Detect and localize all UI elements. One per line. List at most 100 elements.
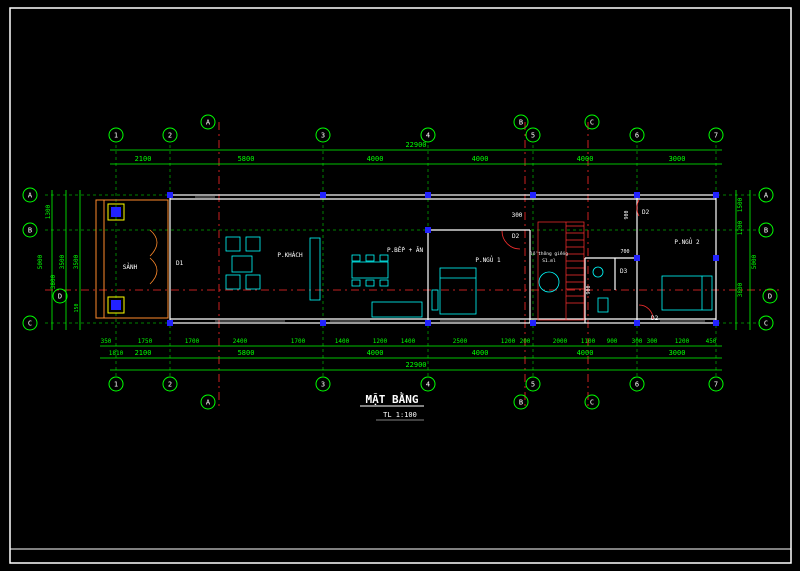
door-d2-bed2-swing bbox=[636, 199, 654, 320]
bottom-dim-4: 4000 bbox=[472, 349, 489, 357]
grid-col-top-7-circle bbox=[708, 127, 724, 143]
door-d2-bed1-swing bbox=[501, 230, 521, 250]
grid-row-right-C-label: C bbox=[764, 320, 768, 328]
left-dim-3: 5000 bbox=[37, 254, 44, 269]
misc-dim-900b: 900 bbox=[586, 285, 592, 294]
grid-row-left-B-circle bbox=[22, 222, 38, 238]
room-label-kitchen: P.BẾP + ĂN bbox=[387, 246, 424, 254]
grid-row-right-C-circle bbox=[758, 315, 774, 331]
bottom-detail-dim-17: 450 bbox=[706, 338, 717, 345]
bottom-total-dim: 22900 bbox=[405, 361, 426, 369]
column-3 bbox=[530, 192, 536, 198]
porch-pillars bbox=[107, 203, 125, 314]
bottom-detail-dim-14: 300 bbox=[632, 338, 643, 345]
bottom-detail-dim-4: 1700 bbox=[291, 338, 306, 345]
grid-alpha-bottom-B-label: B bbox=[519, 399, 523, 407]
bottom-detail-dim-9: 1200 bbox=[501, 338, 516, 345]
door-tag-d2-bottom: D2 bbox=[651, 315, 659, 322]
grid-col-top-6-circle bbox=[629, 127, 645, 143]
grid-col-top-1-circle bbox=[108, 127, 124, 143]
door-tag-d1: D1 bbox=[176, 260, 184, 267]
bottom-detail-dim-12: 1100 bbox=[581, 338, 596, 345]
grid-alpha-bottom-A-circle bbox=[200, 394, 216, 410]
grid-col-top-1-label: 1 bbox=[114, 132, 118, 140]
grid-col-bottom-7-label: 7 bbox=[714, 381, 718, 389]
stair bbox=[537, 221, 585, 321]
column-5 bbox=[713, 192, 719, 198]
top-dim-6: 3000 bbox=[669, 155, 686, 163]
column-9 bbox=[530, 320, 536, 326]
grid-col-top-2-label: 2 bbox=[168, 132, 172, 140]
door-tag-d2-top: D2 bbox=[642, 209, 650, 216]
grid-row-right-B-circle bbox=[758, 222, 774, 238]
left-dimensions bbox=[51, 190, 81, 330]
bottom-dim-5: 4000 bbox=[577, 349, 594, 357]
axis-lines bbox=[45, 122, 780, 408]
door-tag-d3: D3 bbox=[620, 268, 628, 275]
column-0 bbox=[167, 192, 173, 198]
grid-row-left-C-label: C bbox=[28, 320, 32, 328]
grid-col-top-7-label: 7 bbox=[714, 132, 718, 140]
column-6 bbox=[167, 320, 173, 326]
column-10 bbox=[634, 320, 640, 326]
grid-col-bottom-1-label: 1 bbox=[114, 381, 118, 389]
grid-col-top-2-circle bbox=[162, 127, 178, 143]
grid-alpha-top-C-label: C bbox=[590, 119, 594, 127]
column-12 bbox=[425, 227, 431, 233]
right-dim-3: 5000 bbox=[751, 254, 758, 269]
stair-outline bbox=[537, 221, 585, 321]
bathroom bbox=[592, 266, 609, 313]
section-mark-right-circle bbox=[762, 288, 778, 304]
right-dim-1: 1500 bbox=[737, 197, 744, 212]
room-label-bed1: P.NGỦ 1 bbox=[475, 256, 501, 264]
top-total-dim: 22900 bbox=[405, 141, 426, 149]
left-dim-5: 3500 bbox=[73, 254, 80, 269]
room-label-living: P.KHÁCH bbox=[277, 252, 303, 259]
top-dim-1: 2100 bbox=[135, 155, 152, 163]
misc-dim-900a: 900 bbox=[624, 210, 630, 219]
door-d1-swing bbox=[149, 229, 158, 285]
top-dim-4: 4000 bbox=[472, 155, 489, 163]
bottom-detail-dim-5: 1400 bbox=[335, 338, 350, 345]
bottom-dimensions bbox=[100, 345, 722, 371]
bottom-detail-dim-11: 2000 bbox=[553, 338, 568, 345]
bottom-detail-dim-3: 2400 bbox=[233, 338, 248, 345]
bottom-detail-dim-8: 2500 bbox=[453, 338, 468, 345]
left-dim-1: 1300 bbox=[45, 204, 52, 219]
grid-col-top-6-label: 6 bbox=[635, 132, 639, 140]
grid-row-right-B-label: B bbox=[764, 227, 768, 235]
grid-col-bottom-7-circle bbox=[708, 376, 724, 392]
left-dim-2: 3500 bbox=[59, 254, 66, 269]
grid-alpha-top-B-label: B bbox=[519, 119, 523, 127]
right-dim-2: 1200 bbox=[737, 220, 744, 235]
bottom-dim-3: 4000 bbox=[367, 349, 384, 357]
grid-col-bottom-3-label: 3 bbox=[321, 381, 325, 389]
grid-alpha-bottom-C-label: C bbox=[590, 399, 594, 407]
grid-row-left-B-label: B bbox=[28, 227, 32, 235]
column-1 bbox=[320, 192, 326, 198]
grid-row-right-A-label: A bbox=[764, 192, 769, 200]
bottom-detail-extra: 1810 bbox=[109, 350, 124, 357]
grid-row-right-A-circle bbox=[758, 187, 774, 203]
porch bbox=[95, 199, 169, 319]
column-4 bbox=[634, 192, 640, 198]
kitchen-furniture bbox=[351, 254, 423, 318]
bottom-dim-2: 5800 bbox=[238, 349, 255, 357]
grid-col-bottom-2-label: 2 bbox=[168, 381, 172, 389]
drawing-title: MẶT BẰNG bbox=[366, 392, 419, 406]
bed1-furniture bbox=[431, 267, 477, 315]
grid-alpha-bottom-B-circle bbox=[513, 394, 529, 410]
grid-row-left-A-circle bbox=[22, 187, 38, 203]
grid-col-top-3-circle bbox=[315, 127, 331, 143]
grid-col-top-5-circle bbox=[525, 127, 541, 143]
room-label-porch: SẢNH bbox=[123, 263, 138, 271]
bottom-detail-dim-7: 1400 bbox=[401, 338, 416, 345]
top-dim-2: 5800 bbox=[238, 155, 255, 163]
bottom-dim-6: 3000 bbox=[669, 349, 686, 357]
windows bbox=[195, 196, 705, 322]
column-8 bbox=[425, 320, 431, 326]
room-label-bed2: P.NGỦ 2 bbox=[674, 238, 700, 246]
grid-alpha-bottom-A-label: A bbox=[206, 399, 211, 407]
